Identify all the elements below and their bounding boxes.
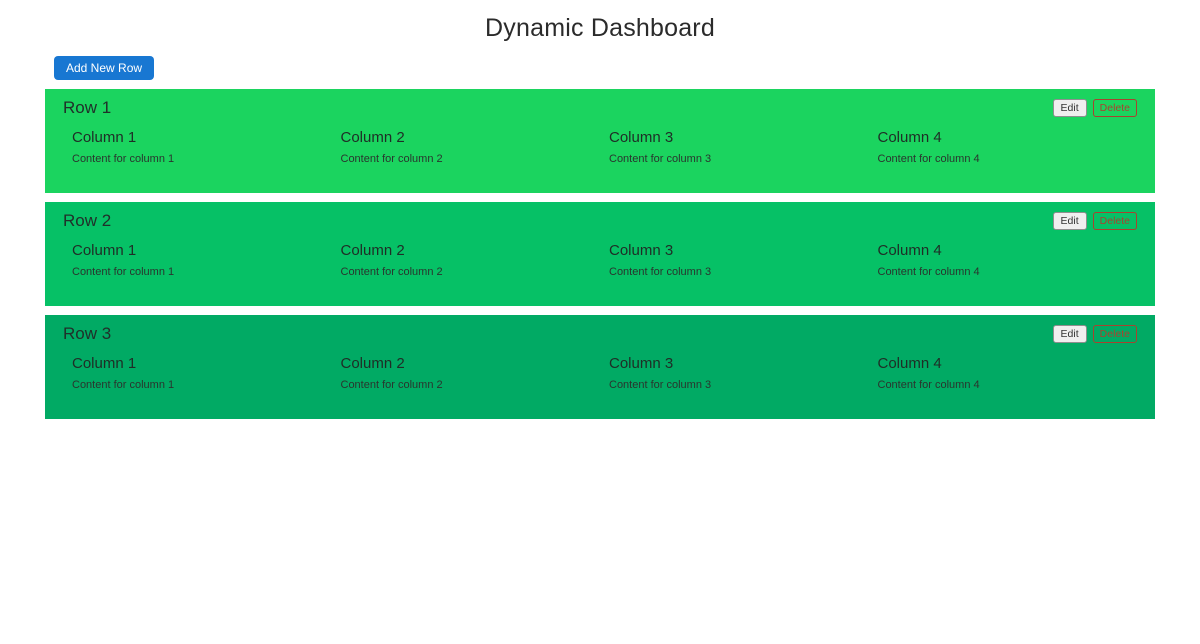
rows-container: Row 1 Edit Delete Column 1 Content for c… [45,89,1155,419]
column: Column 1 Content for column 1 [63,129,332,165]
page-title: Dynamic Dashboard [485,14,715,42]
column-content: Content for column 4 [877,379,980,391]
delete-button[interactable]: Delete [1092,325,1137,343]
column-content: Content for column 2 [340,266,443,278]
column-heading: Column 4 [877,129,942,146]
row-title: Row 3 [63,324,112,343]
row-title: Row 1 [63,98,112,117]
column: Column 3 Content for column 3 [600,355,869,391]
column-heading: Column 2 [340,242,405,259]
column: Column 1 Content for column 1 [63,242,332,278]
column-content: Content for column 1 [72,266,175,278]
column-content: Content for column 3 [609,379,712,391]
column-heading: Column 1 [72,242,137,259]
row-actions: Edit Delete [1052,99,1137,117]
column-content: Content for column 2 [340,153,443,165]
column-heading: Column 1 [72,355,137,372]
column-heading: Column 3 [609,242,674,259]
column: Column 2 Content for column 2 [332,242,601,278]
delete-button[interactable]: Delete [1092,212,1137,230]
row-header: Row 3 Edit Delete [63,324,1137,344]
row-card: Row 1 Edit Delete Column 1 Content for c… [45,89,1155,193]
column-content: Content for column 3 [609,153,712,165]
column-content: Content for column 2 [340,379,443,391]
add-new-row-button[interactable]: Add New Row [54,56,155,80]
edit-button[interactable]: Edit [1052,325,1087,343]
delete-button[interactable]: Delete [1092,99,1137,117]
column: Column 2 Content for column 2 [332,129,601,165]
column: Column 2 Content for column 2 [332,355,601,391]
row-title: Row 2 [63,211,112,230]
edit-button[interactable]: Edit [1052,212,1087,230]
columns: Column 1 Content for column 1 Column 2 C… [63,129,1137,165]
column-heading: Column 4 [877,355,942,372]
column-heading: Column 1 [72,129,137,146]
column: Column 3 Content for column 3 [600,129,869,165]
column-content: Content for column 1 [72,379,175,391]
row-header: Row 2 Edit Delete [63,211,1137,231]
row-actions: Edit Delete [1052,325,1137,343]
row-card: Row 3 Edit Delete Column 1 Content for c… [45,315,1155,419]
row-actions: Edit Delete [1052,212,1137,230]
column-content: Content for column 3 [609,266,712,278]
column-content: Content for column 4 [877,266,980,278]
column-heading: Column 3 [609,355,674,372]
column-content: Content for column 4 [877,153,980,165]
row-header: Row 1 Edit Delete [63,98,1137,118]
row-card: Row 2 Edit Delete Column 1 Content for c… [45,202,1155,306]
column: Column 1 Content for column 1 [63,355,332,391]
column-heading: Column 4 [877,242,942,259]
columns: Column 1 Content for column 1 Column 2 C… [63,355,1137,391]
toolbar: Add New Row [45,56,1155,80]
columns: Column 1 Content for column 1 Column 2 C… [63,242,1137,278]
column-heading: Column 2 [340,355,405,372]
column: Column 4 Content for column 4 [869,242,1138,278]
edit-button[interactable]: Edit [1052,99,1087,117]
column: Column 4 Content for column 4 [869,355,1138,391]
column-content: Content for column 1 [72,153,175,165]
column: Column 3 Content for column 3 [600,242,869,278]
column: Column 4 Content for column 4 [869,129,1138,165]
column-heading: Column 3 [609,129,674,146]
column-heading: Column 2 [340,129,405,146]
